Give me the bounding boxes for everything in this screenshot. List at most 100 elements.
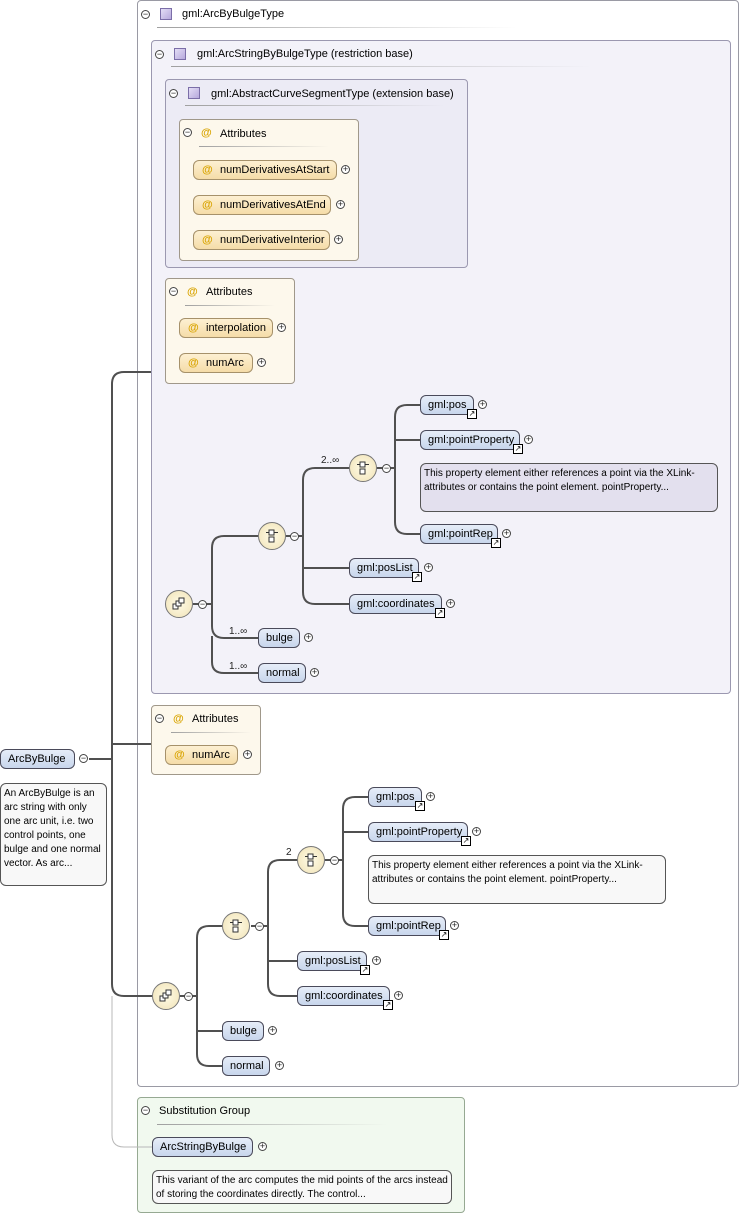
extension-attributes-separator xyxy=(199,146,329,147)
restriction-type-icon xyxy=(174,48,186,60)
expand-icon[interactable]: + xyxy=(450,920,459,930)
own-element-bulge[interactable]: bulge xyxy=(222,1021,264,1041)
sequence-icon xyxy=(172,597,185,610)
expand-icon[interactable]: + xyxy=(424,562,433,572)
reference-arrow-icon: ↗ xyxy=(412,572,422,582)
reference-arrow-icon: ↗ xyxy=(467,409,477,419)
element-gml-coordinates[interactable]: gml:coordinates xyxy=(349,594,442,614)
attribute-label: numDerivativeInterior xyxy=(220,234,325,246)
attribute-num-derivatives-at-start[interactable]: @numDerivativesAtStart xyxy=(193,160,337,180)
attribute-num-arc-own[interactable]: @ numArc xyxy=(165,745,238,765)
expand-icon[interactable]: + xyxy=(310,667,319,677)
reference-arrow-icon: ↗ xyxy=(435,608,445,618)
reference-arrow-icon: ↗ xyxy=(439,930,449,940)
restriction-choice-compositor[interactable] xyxy=(258,522,286,550)
extension-attributes-collapse-icon[interactable]: − xyxy=(183,127,192,137)
reference-arrow-icon: ↗ xyxy=(491,538,501,548)
element-normal[interactable]: normal xyxy=(258,663,306,683)
own-choice-multiplicity: 2 xyxy=(286,847,292,858)
own-choice-compositor[interactable] xyxy=(222,912,250,940)
expand-icon[interactable]: + xyxy=(394,990,403,1000)
extension-box-collapse-icon[interactable]: − xyxy=(169,88,178,98)
expand-icon[interactable]: + xyxy=(277,322,286,332)
restriction-sequence-compositor[interactable] xyxy=(165,590,193,618)
expand-icon[interactable]: + xyxy=(372,955,381,965)
reference-arrow-icon: ↗ xyxy=(415,801,425,811)
element-label: bulge xyxy=(230,1025,257,1037)
expand-icon[interactable]: + xyxy=(275,1060,284,1070)
expand-icon[interactable]: + xyxy=(524,434,533,444)
own-element-gml-point-rep[interactable]: gml:pointRep xyxy=(368,916,446,936)
own-element-normal[interactable]: normal xyxy=(222,1056,270,1076)
element-label: gml:pointRep xyxy=(428,528,493,540)
expand-icon[interactable]: + xyxy=(478,399,487,409)
expand-icon[interactable]: + xyxy=(334,234,343,244)
substitution-group-title: Substitution Group xyxy=(159,1105,251,1117)
own-choice-collapse-icon[interactable]: − xyxy=(255,921,264,931)
element-label: gml:posList xyxy=(357,562,413,574)
attribute-num-derivative-interior[interactable]: @numDerivativeInterior xyxy=(193,230,330,250)
restriction-inner-choice-compositor[interactable] xyxy=(349,454,377,482)
reference-arrow-icon: ↗ xyxy=(360,965,370,975)
attribute-interpolation[interactable]: @interpolation xyxy=(179,318,273,338)
expand-icon[interactable]: + xyxy=(268,1025,277,1035)
attribute-label: numArc xyxy=(192,749,230,761)
element-arc-string-by-bulge[interactable]: ArcStringByBulge xyxy=(152,1137,253,1157)
expand-icon[interactable]: + xyxy=(472,826,481,836)
attributes-at-icon: @ xyxy=(173,713,184,725)
expand-icon[interactable]: + xyxy=(446,598,455,608)
expand-icon[interactable]: + xyxy=(341,164,350,174)
own-inner-choice-collapse-icon[interactable]: − xyxy=(330,855,339,865)
own-element-gml-coordinates[interactable]: gml:coordinates xyxy=(297,986,390,1006)
element-gml-point-property[interactable]: gml:pointProperty xyxy=(420,430,520,450)
restriction-sequence-collapse-icon[interactable]: − xyxy=(198,599,207,609)
expand-icon[interactable]: + xyxy=(304,632,313,642)
expand-icon[interactable]: + xyxy=(426,791,435,801)
choice-icon xyxy=(266,529,278,543)
attribute-at-icon: @ xyxy=(188,322,199,334)
restriction-box-collapse-icon[interactable]: − xyxy=(155,49,164,59)
element-label: gml:coordinates xyxy=(305,990,383,1002)
element-label: gml:pointProperty xyxy=(376,826,463,838)
restriction-choice-multiplicity: 2..∞ xyxy=(321,455,340,466)
own-element-gml-pos[interactable]: gml:pos xyxy=(368,787,422,807)
root-collapse-icon[interactable]: − xyxy=(79,753,88,763)
attribute-num-arc[interactable]: @numArc xyxy=(179,353,253,373)
attribute-at-icon: @ xyxy=(174,749,185,761)
element-label: normal xyxy=(266,667,300,679)
own-attributes-collapse-icon[interactable]: − xyxy=(155,713,164,723)
extension-attributes-title: Attributes xyxy=(220,128,267,140)
type-icon xyxy=(160,8,172,20)
type-box-collapse-icon[interactable]: − xyxy=(141,9,150,19)
extension-box-title: gml:AbstractCurveSegmentType (extension … xyxy=(211,88,454,100)
own-sequence-compositor[interactable] xyxy=(152,982,180,1010)
attribute-num-derivatives-at-end[interactable]: @numDerivativesAtEnd xyxy=(193,195,331,215)
expand-icon[interactable]: + xyxy=(243,749,252,759)
element-bulge[interactable]: bulge xyxy=(258,628,300,648)
own-element-gml-point-property[interactable]: gml:pointProperty xyxy=(368,822,468,842)
substitution-separator xyxy=(157,1124,387,1125)
restriction-choice-collapse-icon[interactable]: − xyxy=(290,531,299,541)
own-point-property-note: This property element either references … xyxy=(368,855,666,904)
expand-icon[interactable]: + xyxy=(502,528,511,538)
own-attributes-separator xyxy=(171,732,251,733)
attribute-label: numDerivativesAtStart xyxy=(220,164,330,176)
own-inner-choice-compositor[interactable] xyxy=(297,846,325,874)
restriction-attributes-collapse-icon[interactable]: − xyxy=(169,286,178,296)
element-gml-pos-list[interactable]: gml:posList xyxy=(349,558,419,578)
element-gml-pos[interactable]: gml:pos xyxy=(420,395,474,415)
element-gml-point-rep[interactable]: gml:pointRep xyxy=(420,524,498,544)
sequence-icon xyxy=(159,989,172,1002)
root-element-arc-by-bulge[interactable]: ArcByBulge xyxy=(0,749,75,769)
attribute-at-icon: @ xyxy=(188,357,199,369)
expand-icon[interactable]: + xyxy=(257,357,266,367)
restriction-box-title: gml:ArcStringByBulgeType (restriction ba… xyxy=(197,48,413,60)
element-label: normal xyxy=(230,1060,264,1072)
expand-icon[interactable]: + xyxy=(258,1141,267,1151)
own-element-gml-pos-list[interactable]: gml:posList xyxy=(297,951,367,971)
own-sequence-collapse-icon[interactable]: − xyxy=(184,991,193,1001)
expand-icon[interactable]: + xyxy=(336,199,345,209)
restriction-inner-choice-collapse-icon[interactable]: − xyxy=(382,463,391,473)
attribute-label: numDerivativesAtEnd xyxy=(220,199,326,211)
substitution-collapse-icon[interactable]: − xyxy=(141,1105,150,1115)
